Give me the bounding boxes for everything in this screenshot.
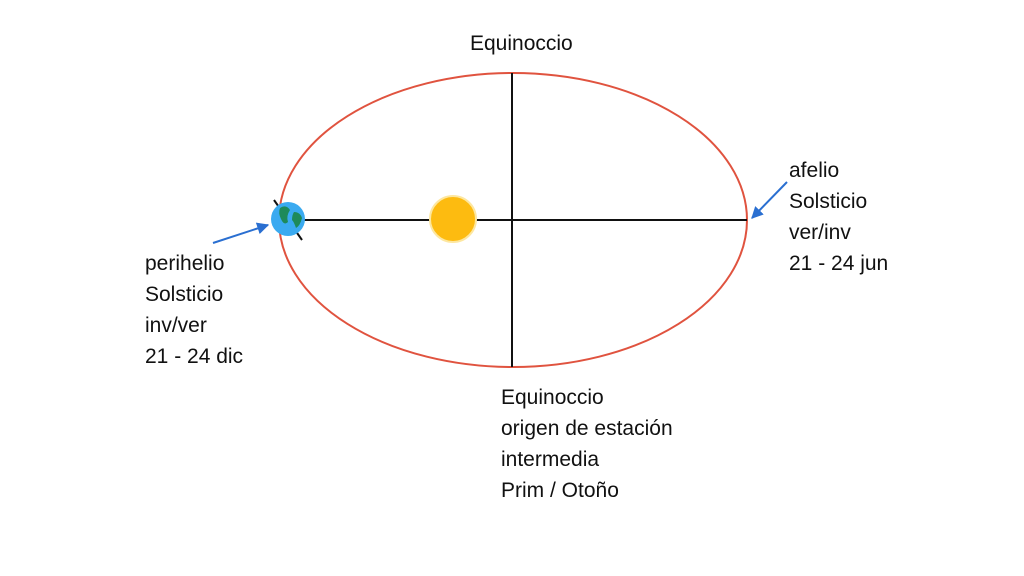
sun — [429, 195, 477, 243]
bottom-equinox-label: Equinoccio origen de estación intermedia… — [501, 382, 673, 506]
aphelion-line: Solsticio — [789, 190, 868, 213]
perihelion-line: Solsticio — [145, 283, 224, 306]
earth-icon — [271, 199, 305, 241]
perihelion-arrow — [212, 222, 270, 244]
bottom-equinox-line: Equinoccio — [501, 386, 604, 409]
aphelion-line: 21 - 24 jun — [789, 252, 889, 275]
bottom-equinox-line: origen de estación — [501, 417, 673, 440]
perihelion-label: perihelio Solsticio inv/ver 21 - 24 dic — [145, 248, 243, 372]
aphelion-line: ver/inv — [789, 221, 851, 244]
perihelion-line: perihelio — [145, 252, 225, 275]
bottom-equinox-line: intermedia — [501, 448, 600, 471]
perihelion-line: inv/ver — [145, 314, 207, 337]
bottom-equinox-line: Prim / Otoño — [501, 479, 619, 502]
top-equinox-label: Equinoccio — [470, 32, 573, 55]
aphelion-arrow — [751, 181, 788, 219]
perihelion-line: 21 - 24 dic — [145, 345, 244, 368]
aphelion-label: afelio Solsticio ver/inv 21 - 24 jun — [789, 155, 888, 279]
aphelion-line: afelio — [789, 159, 840, 182]
